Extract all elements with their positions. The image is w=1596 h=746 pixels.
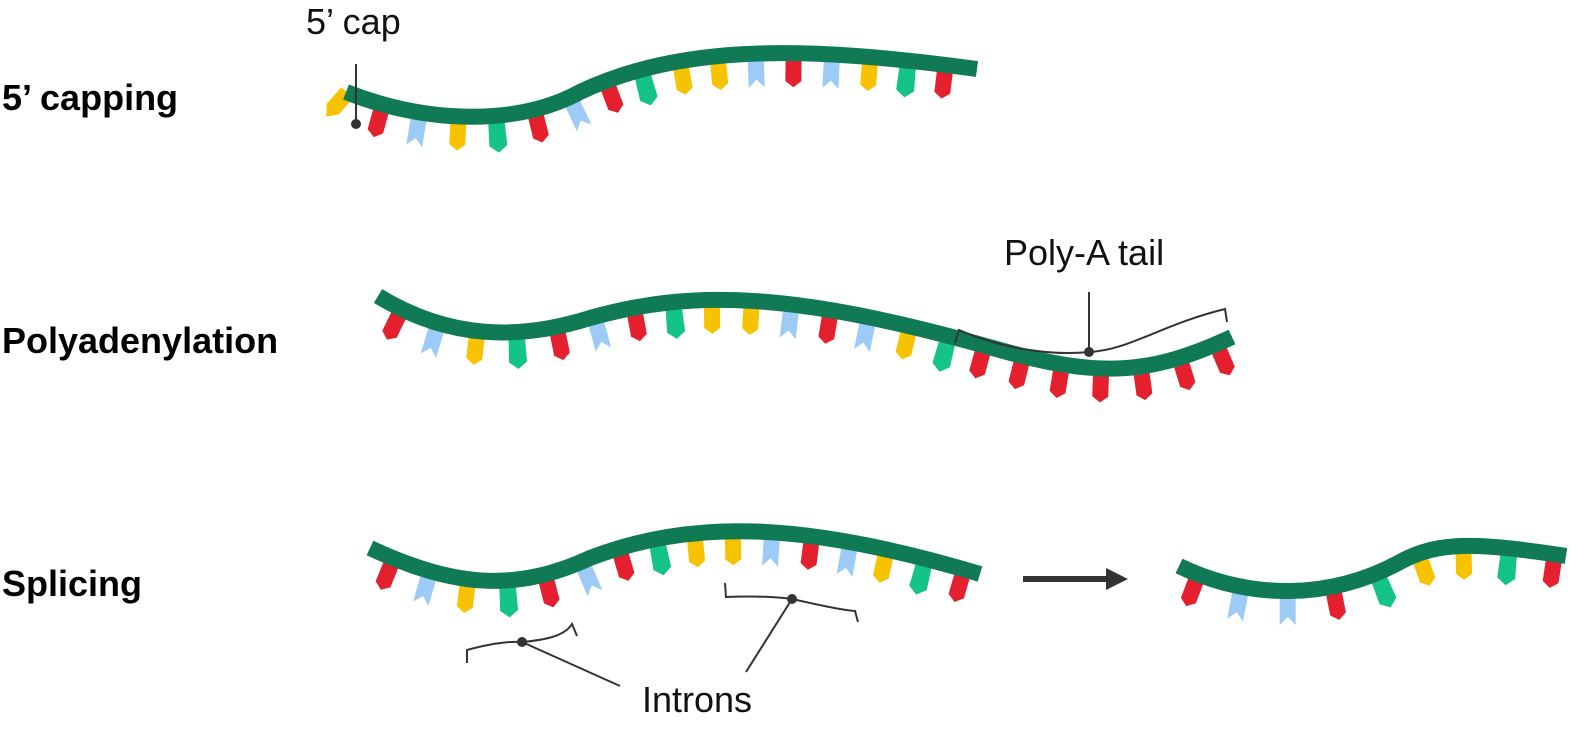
- splicing-arrow: [1023, 568, 1128, 590]
- nucleotide-red: [1092, 368, 1110, 403]
- strand-polyadenylation: [373, 289, 1236, 403]
- splice-pre-backbone: [366, 523, 983, 589]
- nucleotide-green: [487, 115, 508, 153]
- nucleotide-red: [785, 53, 802, 88]
- polya-callout-label: Poly-A tail: [1004, 232, 1164, 273]
- intron-2-leader: [745, 598, 793, 673]
- nucleotide-green: [665, 301, 686, 339]
- polya-callout: Poly-A tail: [954, 232, 1228, 357]
- strand-post-splicing: [1175, 537, 1568, 626]
- polya-leader-dot: [1084, 347, 1094, 357]
- label-polyadenylation: Polyadenylation: [2, 320, 278, 361]
- capping-backbone: [343, 45, 979, 125]
- introns-callout: Introns: [466, 582, 859, 720]
- nucleotide-green: [508, 331, 528, 370]
- cap-leader-dot: [351, 119, 361, 129]
- label-splicing: Splicing: [2, 563, 142, 604]
- nucleotide-green: [499, 579, 519, 618]
- nucleotide-green: [1497, 547, 1518, 586]
- strand-capping: [326, 45, 979, 153]
- strand-pre-splicing: [366, 523, 983, 618]
- polya-backbone: [373, 289, 1236, 377]
- introns-callout-label: Introns: [642, 679, 752, 720]
- nucleotide-yellow: [449, 116, 467, 151]
- nucleotide-green: [896, 59, 917, 98]
- nucleotide-blue: [747, 53, 765, 88]
- cap-callout-label: 5’ cap: [306, 1, 401, 42]
- cap-callout: 5’ cap: [306, 1, 401, 129]
- label-5-capping: 5’ capping: [2, 77, 178, 118]
- nucleotide-yellow: [724, 531, 742, 566]
- nucleotide-blue: [1279, 590, 1296, 626]
- nucleotide-yellow: [1455, 545, 1473, 580]
- arrow-head-icon: [1106, 568, 1128, 590]
- intron-1-leader: [521, 641, 621, 687]
- nucleotide-yellow: [703, 299, 721, 334]
- splice-post-backbone: [1175, 537, 1568, 599]
